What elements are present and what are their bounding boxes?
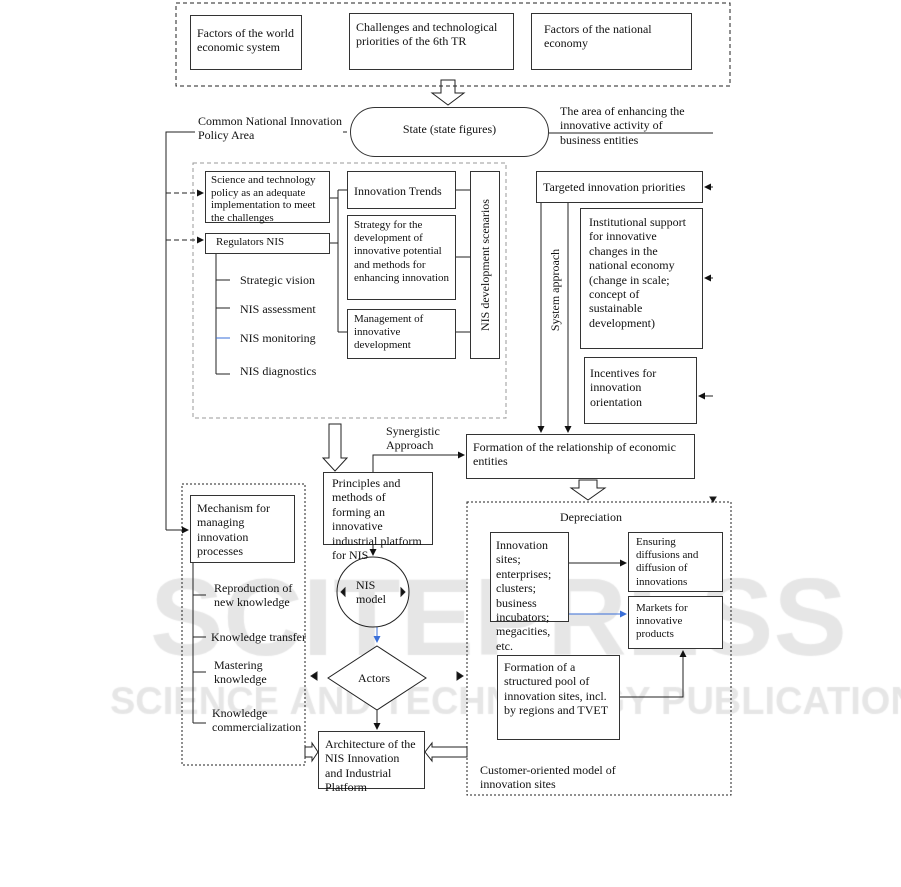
customer-model-label: Customer-oriented model of innovation si… <box>480 763 616 792</box>
regulator-item: NIS assessment <box>240 302 316 316</box>
state-node: State (state figures) <box>350 107 549 157</box>
strategy-box: Strategy for the development of innovati… <box>347 215 456 300</box>
scenarios-label: NIS development scenarios <box>477 199 492 331</box>
depreciation-label: Depreciation <box>560 510 622 524</box>
institutional-support-box: Institutional support for innovative cha… <box>580 208 703 349</box>
formation-relationship-box: Formation of the relationship of economi… <box>466 434 695 479</box>
nis-model-label: NIS model <box>356 578 386 607</box>
hollow-arrow-arch-left <box>304 741 319 763</box>
factor-world-economy: Factors of the world economic system <box>190 15 302 70</box>
incentives-box: Incentives for innovation orientation <box>584 357 697 424</box>
mechanism-item: Reproduction of new knowledge <box>214 581 293 610</box>
hollow-arrow-relationship <box>569 479 607 501</box>
hollow-arrow-top <box>430 79 466 106</box>
system-approach-label: System approach <box>547 248 562 332</box>
sites-group <box>466 501 732 796</box>
principles-box: Principles and methods of forming an inn… <box>323 472 433 562</box>
innovation-trends-box: Innovation Trends <box>347 171 456 209</box>
pool-formation-box: Formation of a structured pool of innova… <box>497 655 620 740</box>
regulator-item: Strategic vision <box>240 273 315 287</box>
targeted-priorities-box: Targeted innovation priorities <box>536 171 703 203</box>
markets-box: Markets for innovative products <box>628 596 723 649</box>
mechanism-box: Mechanism for managing innovation proces… <box>190 495 295 563</box>
business-area-label: The area of enhancing the innovative act… <box>560 104 685 147</box>
scenarios-box: NIS development scenarios <box>470 171 500 359</box>
policy-area-group <box>192 162 507 419</box>
innovation-sites-box: Innovation sites; enterprises; clusters;… <box>490 532 569 653</box>
factor-national-economy: Factors of the national economy <box>531 13 692 70</box>
actors-label: Actors <box>358 671 390 685</box>
mechanism-group <box>181 483 306 766</box>
common-area-label: Common National Innovation Policy Area <box>198 114 342 143</box>
ensuring-diffusion-box: Ensuring diffusions and diffusion of inn… <box>628 532 723 592</box>
hollow-arrow-arch-right <box>424 741 468 763</box>
hollow-arrow-policy <box>321 423 349 472</box>
regulator-item: NIS diagnostics <box>240 364 317 378</box>
synergistic-label: Synergistic Approach <box>386 424 440 453</box>
nis-model-shape <box>336 556 410 628</box>
mechanism-item: Knowledge commercialization <box>212 706 302 735</box>
actors-shape <box>327 645 427 711</box>
top-factors-group <box>175 2 731 87</box>
mechanism-item: Knowledge transfer <box>211 630 306 644</box>
science-policy-box: Science and technology policy as an adeq… <box>205 171 330 224</box>
factor-6th-tr: Challenges and technological priorities … <box>349 13 514 70</box>
mechanism-item: Mastering knowledge <box>214 658 267 687</box>
regulators-box: Regulators NIS <box>205 233 330 254</box>
management-box: Management of innovative development <box>347 309 456 359</box>
regulator-item: NIS monitoring <box>240 331 316 345</box>
architecture-box: Architecture of the NIS Innovation and I… <box>318 731 425 794</box>
